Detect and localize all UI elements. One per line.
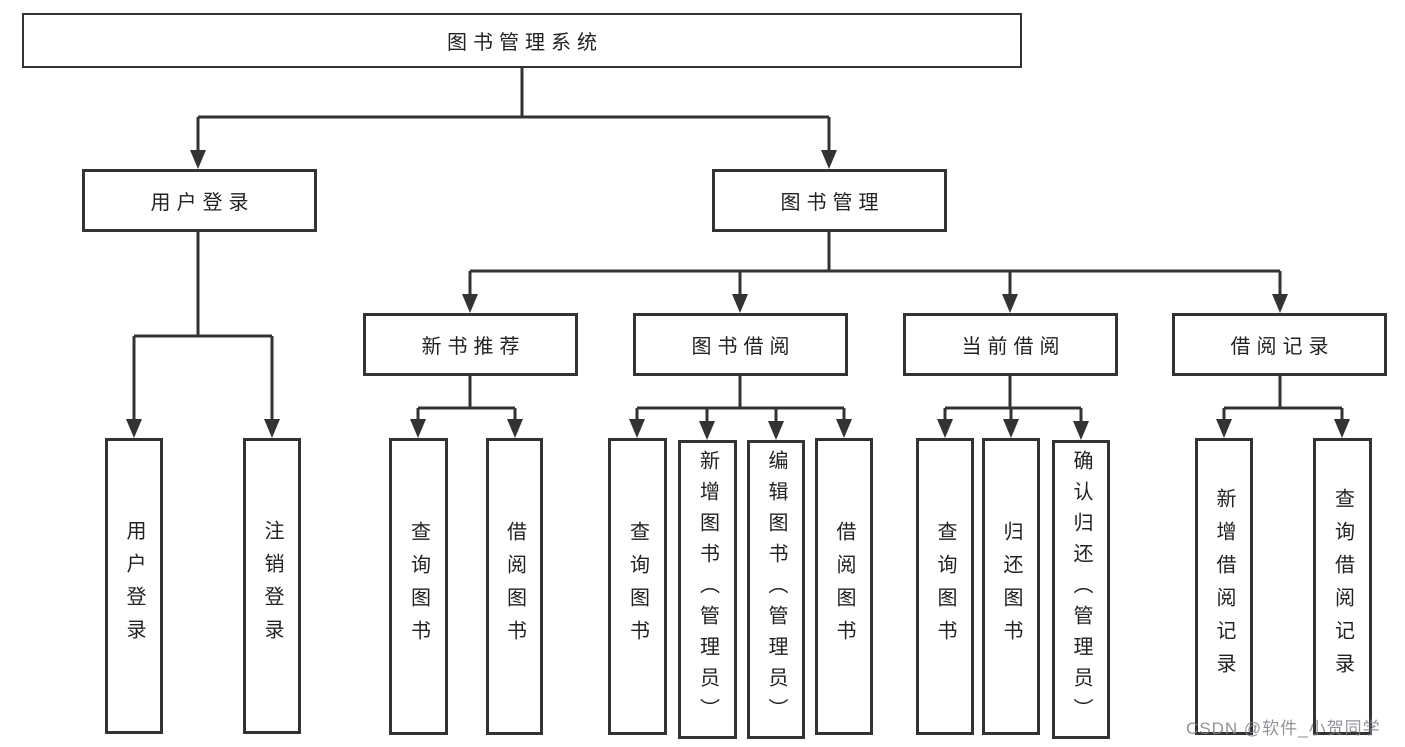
node-label: 当前借阅 [961,336,1066,358]
node-label: 新书推荐 [421,336,526,358]
node-root: 图书管理系统 [22,13,1022,68]
node-label: 图书借阅 [691,336,796,358]
node-current-borrowing: 当前借阅 [903,313,1118,376]
arrow-down-icon [1216,419,1232,438]
leaf-edit-book-admin: 编辑图书（管理员） [747,440,805,739]
node-label: 查询借阅记录 [1331,487,1354,686]
leaf-logout: 注销登录 [243,438,301,734]
node-label: 用户登录 [150,192,255,214]
connector-root-to-level2 [196,68,831,152]
arrow-down-icon [732,294,748,313]
node-label: 查询图书 [934,520,956,653]
arrowheads [126,150,1350,440]
connector-new-book-children [416,376,517,421]
connector-user-login-children [132,232,274,421]
arrow-down-icon [768,421,784,440]
arrow-down-icon [1003,419,1019,438]
leaf-user-login: 用户登录 [105,438,163,734]
arrow-down-icon [507,419,523,438]
arrow-down-icon [1073,421,1089,440]
node-label: 编辑图书（管理员） [765,450,787,729]
leaf-borrow-books-recommend: 借阅图书 [486,438,543,735]
arrow-down-icon [1272,294,1288,313]
node-label: 新增借阅记录 [1213,487,1235,686]
connector-book-borrowing-children [635,376,846,423]
arrow-down-icon [836,419,852,438]
node-label: 注销登录 [261,520,283,652]
node-label: 用户登录 [123,520,145,652]
arrow-down-icon [937,419,953,438]
arrow-down-icon [699,421,715,440]
node-user-login: 用户登录 [82,169,317,232]
node-book-management: 图书管理 [712,169,947,232]
leaf-query-books-current: 查询图书 [916,438,974,735]
node-label: 确认归还（管理员） [1070,450,1092,729]
connector-borrowing-records-children [1222,376,1344,421]
node-label: 图书管理系统 [447,32,603,54]
connector-current-borrowing-children [943,376,1083,423]
leaf-query-books-borrowing: 查询图书 [608,438,667,735]
leaf-add-book-admin: 新增图书（管理员） [678,440,737,739]
connector-paths [132,68,1344,423]
node-book-borrowing: 图书借阅 [633,313,848,376]
arrow-down-icon [1002,294,1018,313]
arrow-down-icon [264,419,280,438]
node-label: 查询图书 [407,520,430,653]
leaf-return-book: 归还图书 [982,438,1040,735]
leaf-query-borrow-record: 查询借阅记录 [1313,438,1372,735]
node-label: 新增图书（管理员） [696,450,719,729]
leaf-borrow-books-borrowing: 借阅图书 [815,438,873,735]
arrow-down-icon [126,419,142,438]
arrow-down-icon [821,150,837,169]
node-label: 查询图书 [626,520,649,653]
node-label: 借阅图书 [503,520,526,653]
node-label: 图书管理 [780,192,885,214]
node-label: 归还图书 [1000,520,1022,653]
leaf-confirm-return-admin: 确认归还（管理员） [1052,440,1110,739]
arrow-down-icon [190,150,206,169]
node-label: 借阅记录 [1230,336,1335,358]
arrow-down-icon [1334,419,1350,438]
leaf-query-books-recommend: 查询图书 [389,438,448,735]
arrow-down-icon [410,419,426,438]
node-borrowing-records: 借阅记录 [1172,313,1387,376]
watermark: CSDN @软件_小贺同学 [1186,719,1381,738]
node-new-book-recommend: 新书推荐 [363,313,578,376]
node-label: 借阅图书 [833,520,855,653]
arrow-down-icon [462,294,478,313]
connector-book-management-children [468,232,1282,296]
leaf-add-borrow-record: 新增借阅记录 [1195,438,1253,735]
arrow-down-icon [629,419,645,438]
